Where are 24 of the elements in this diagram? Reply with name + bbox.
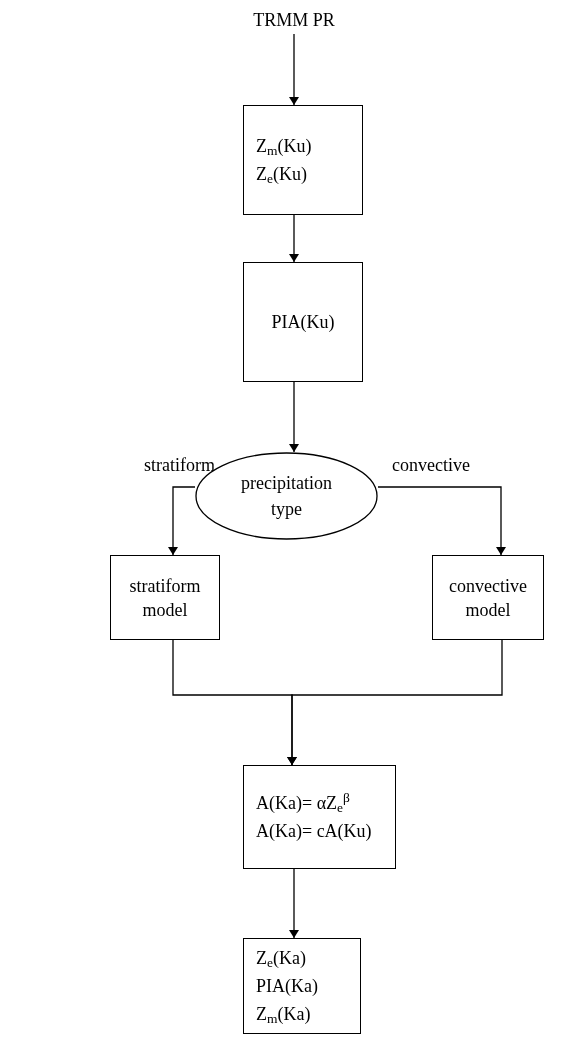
process-box: [432, 555, 544, 640]
node-text: precipitation type: [240, 472, 333, 521]
arrow: [289, 214, 299, 263]
node-text: A(Ka)= cA(Ku): [256, 820, 372, 843]
node-text: convective model: [448, 574, 528, 622]
node-text: PIA(Ku): [271, 311, 335, 334]
process-box: [243, 105, 363, 215]
node-text: stratiform model: [128, 574, 202, 622]
arrow: [289, 33, 299, 106]
arrow: [377, 486, 506, 556]
arrow: [289, 381, 299, 453]
node-text: Z$_{m}$(Ka): [256, 1003, 311, 1026]
node-text: PIA(Ka): [256, 975, 318, 998]
node-text: Z$_{e}$(Ka): [256, 947, 306, 970]
process-box: [110, 555, 220, 640]
arrow: [287, 639, 503, 766]
arrow: [168, 486, 196, 556]
arrow: [289, 868, 299, 939]
process-box: [243, 765, 396, 869]
source-label: TRMM PR: [234, 6, 354, 34]
node-text: Z$_{e}$(Ku): [256, 163, 307, 186]
process-box: [243, 938, 361, 1034]
node-text: Z$_{m}$(Ku): [256, 135, 312, 158]
process-box: [243, 262, 363, 382]
